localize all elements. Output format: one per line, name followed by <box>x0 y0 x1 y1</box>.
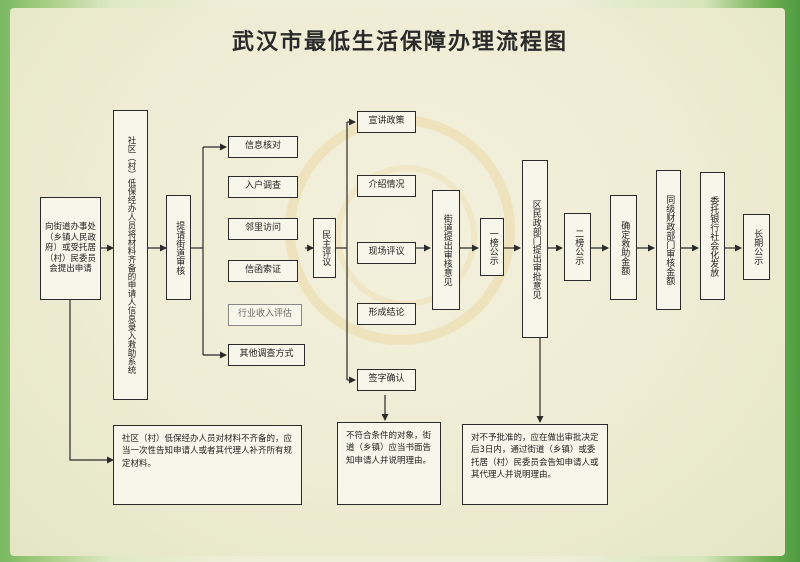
finance-review-box: 同级财政部门审核金额 <box>656 170 681 310</box>
check-item: 其他调查方式 <box>228 344 305 366</box>
second-public-box: 二榜公示 <box>564 213 591 281</box>
check-item: 信息核对 <box>228 136 298 158</box>
review-step: 形成结论 <box>357 303 416 325</box>
check-item: 入户调查 <box>228 176 298 198</box>
review-step: 签字确认 <box>357 369 416 391</box>
long-term-public-box: 长期公示 <box>743 214 770 280</box>
district-approval-box: 区民政部门提出审批意见 <box>522 160 548 338</box>
check-item: 行业收入评估 <box>228 304 302 326</box>
note-not-approved: 对不予批准的，应在做出审批决定后3日内，通过街道（乡镇）或委托居（村）民委员会告… <box>462 424 608 505</box>
note-incomplete-materials: 社区（村）低保经办人员对材料不齐备的，应当一次性告知申请人或者其代理人补齐所有规… <box>113 425 302 505</box>
street-review-box: 街道提出审核意见 <box>432 190 460 310</box>
bank-payment-box: 委托银行社会化发放 <box>700 172 725 300</box>
community-entry-box: 社区（村）低保经办人员将材料齐备的申请人信息录入救助系统 <box>113 110 148 400</box>
determine-amount-box: 确定救助金额 <box>610 195 637 300</box>
democratic-review-box: 民主评议 <box>313 218 336 278</box>
submit-street-box: 提请街道审核 <box>166 195 191 300</box>
apply-box: 向街道办事处（乡镇人民政府）或受托居（村）民委员会提出申请 <box>40 197 101 300</box>
review-step: 介绍情况 <box>357 175 416 197</box>
review-step: 宣讲政策 <box>357 111 416 133</box>
check-item: 邻里访问 <box>228 218 298 240</box>
first-public-box: 一榜公示 <box>480 218 504 276</box>
check-item: 信函索证 <box>228 260 298 282</box>
note-ineligible: 不符合条件的对象，街道（乡镇）应当书面告知申请人并说明理由。 <box>337 422 441 505</box>
review-step: 现场评议 <box>357 242 416 264</box>
page-title: 武汉市最低生活保障办理流程图 <box>231 29 568 55</box>
